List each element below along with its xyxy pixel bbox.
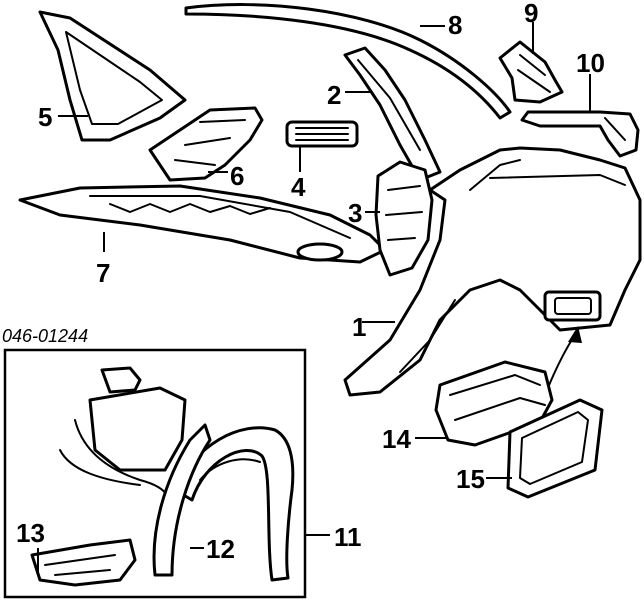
callout-12: 12	[206, 534, 235, 564]
pointer-arrow	[544, 326, 582, 396]
callout-15: 15	[456, 464, 485, 494]
part-8-roof-rail	[184, 3, 512, 120]
callout-4: 4	[291, 172, 306, 202]
part-10-extension	[520, 110, 640, 158]
part-7-rocker-panel	[18, 184, 387, 264]
callout-10: 10	[576, 48, 605, 78]
callout-11: 11	[334, 522, 362, 552]
part-15-gasket	[506, 398, 604, 499]
callout-3: 3	[348, 198, 362, 228]
callout-2: 2	[327, 80, 341, 110]
callout-8: 8	[448, 10, 462, 40]
part-6-inner-bracket	[148, 106, 264, 182]
callout-14: 14	[382, 424, 411, 454]
inset-frame	[3, 348, 307, 599]
callout-1: 1	[352, 312, 366, 342]
part-4-vent	[285, 120, 359, 148]
part-3-wheelhouse-inner	[374, 160, 434, 277]
part-5-window-frame	[38, 10, 187, 142]
callout-7: 7	[96, 258, 110, 288]
callout-6: 6	[230, 161, 244, 191]
callout-13: 13	[16, 518, 45, 548]
reference-code: 046-01244	[2, 326, 88, 346]
callout-9: 9	[524, 0, 538, 28]
part-12-wheel-arch	[152, 423, 295, 582]
part-13-inner-wheelhouse	[30, 366, 187, 587]
part-9-bracket	[498, 40, 564, 104]
callout-5: 5	[38, 102, 52, 132]
part-1-quarter-panel	[343, 146, 642, 397]
part-2-pillar	[343, 46, 442, 182]
